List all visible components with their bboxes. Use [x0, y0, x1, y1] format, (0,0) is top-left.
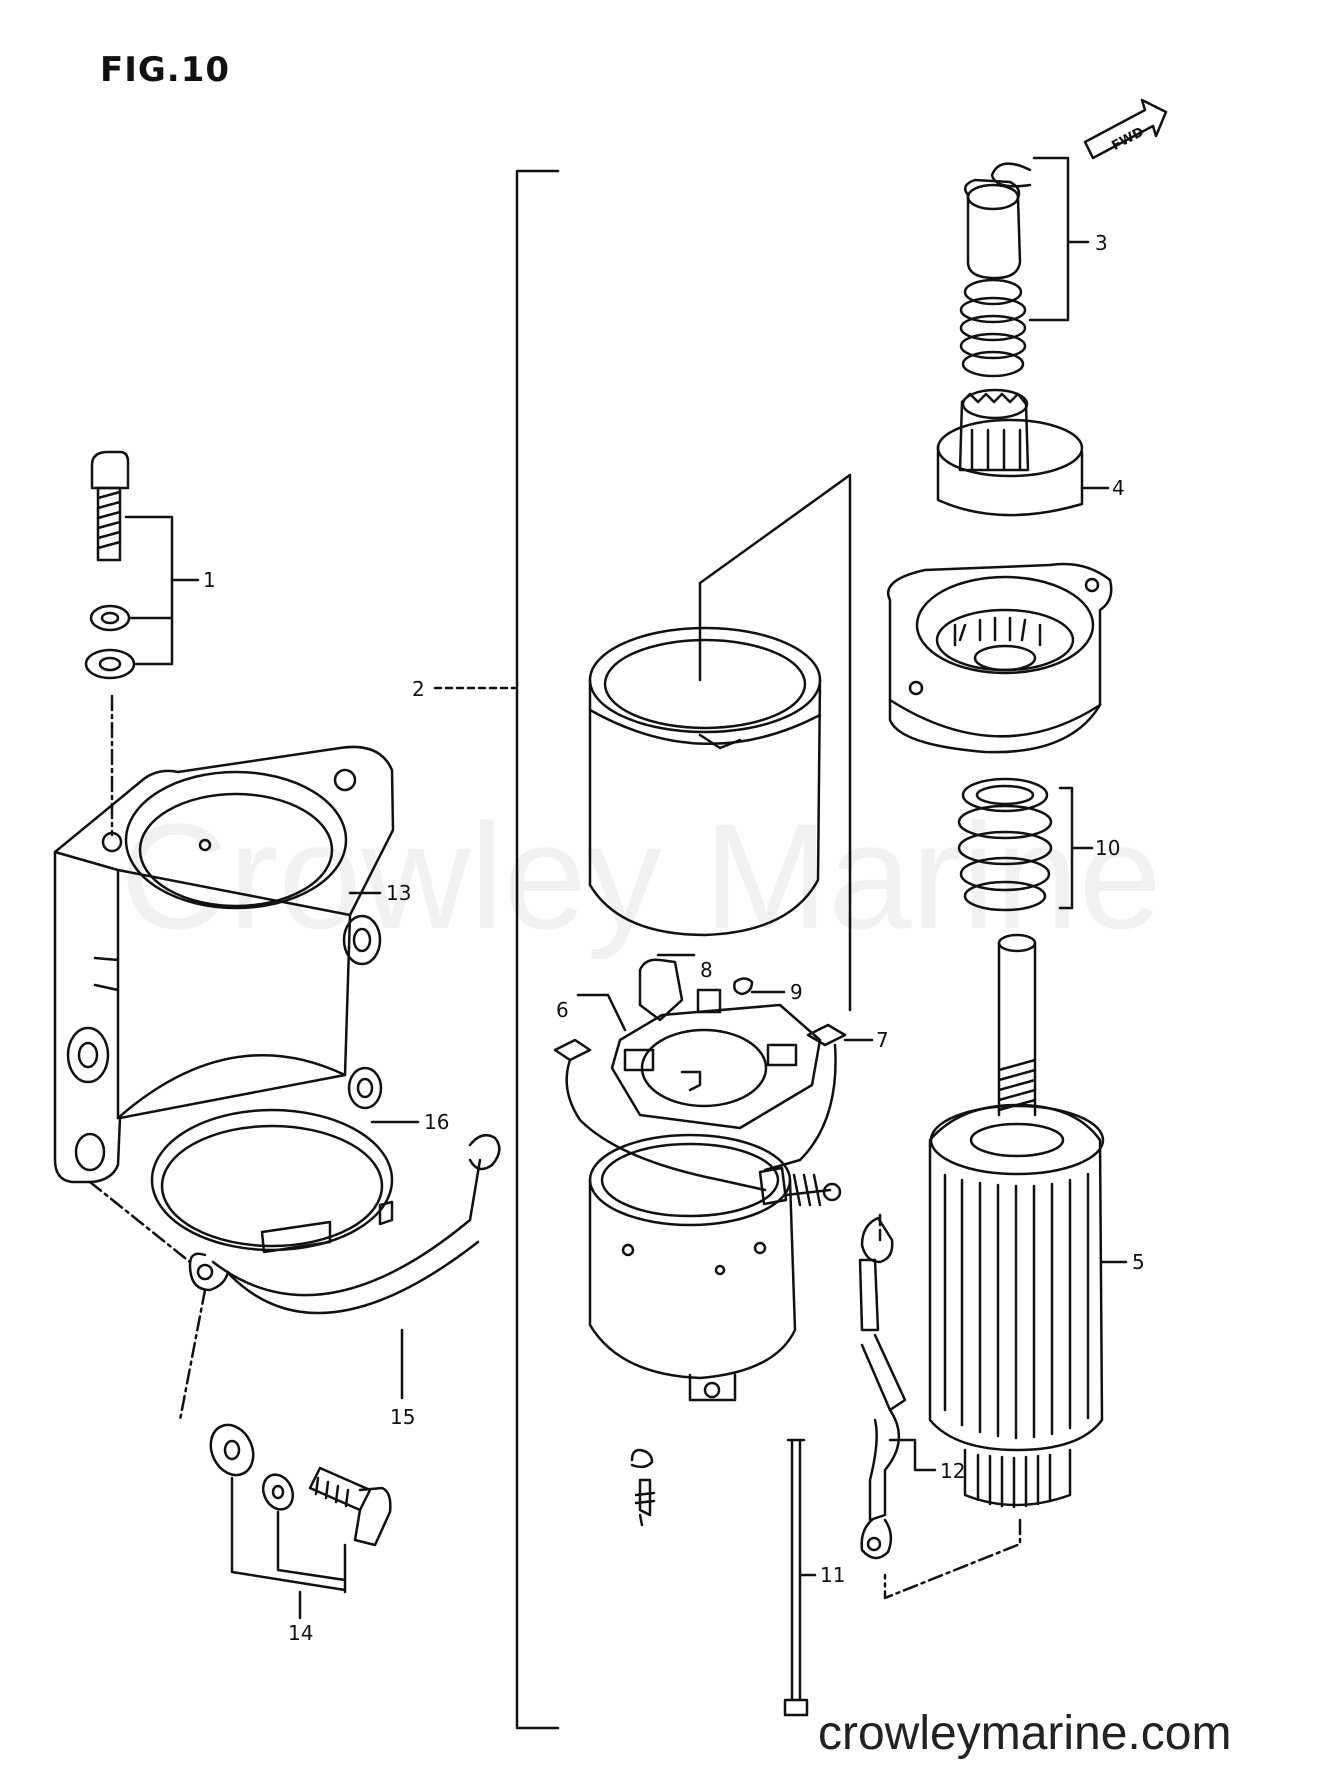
callout-16: 16 — [424, 1110, 449, 1134]
callout-5: 5 — [1132, 1250, 1145, 1274]
callout-3: 3 — [1095, 231, 1108, 255]
callout-4: 4 — [1112, 476, 1125, 500]
lead-wire-7 — [553, 1023, 874, 1207]
armature-5 — [883, 933, 1128, 1600]
figure-title: FIG.10 — [100, 50, 231, 90]
lead-cable-12 — [858, 1213, 937, 1560]
pinion-gear-4 — [936, 388, 1110, 517]
callout-13: 13 — [386, 881, 411, 905]
yoke-housing — [588, 473, 852, 1012]
website-url: crowleymarine.com — [818, 1707, 1232, 1760]
brush-springs-10 — [957, 777, 1094, 912]
fwd-label: FWD — [1109, 125, 1146, 154]
callout-11: 11 — [820, 1563, 845, 1587]
bolt-assembly-1 — [84, 450, 200, 837]
callout-2: 2 — [412, 677, 425, 701]
callout-12: 12 — [940, 1459, 965, 1483]
bracket-housing-13 — [53, 745, 395, 1184]
callout-7: 7 — [876, 1028, 889, 1052]
strap-15 — [88, 1133, 501, 1400]
callout-6: 6 — [556, 998, 569, 1022]
band-16 — [150, 1108, 420, 1254]
watermark: Crowley Marine — [120, 792, 1162, 960]
front-end-cover — [887, 562, 1113, 754]
callout-1: 1 — [203, 568, 216, 592]
brush-holder-6 — [576, 953, 822, 1130]
pinion-stop-3 — [959, 156, 1090, 378]
bolt-assembly-14 — [178, 1288, 392, 1620]
callout-9: 9 — [790, 980, 803, 1004]
rear-end-cover — [588, 1133, 797, 1527]
assembly-bracket-2 — [433, 169, 560, 1730]
fwd-arrow-icon — [1083, 98, 1168, 160]
callout-14: 14 — [288, 1621, 313, 1645]
callout-8: 8 — [700, 958, 713, 982]
callout-10: 10 — [1095, 836, 1120, 860]
through-bolt-11 — [783, 1438, 817, 1717]
callout-15: 15 — [390, 1405, 415, 1429]
